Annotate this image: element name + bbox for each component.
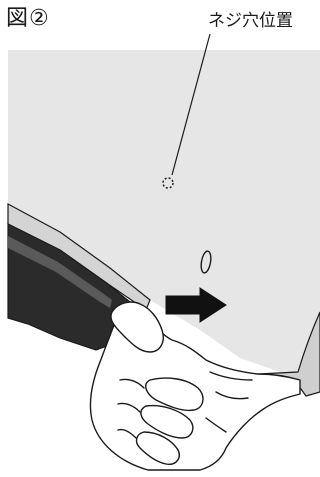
assembly-illustration bbox=[0, 0, 320, 477]
